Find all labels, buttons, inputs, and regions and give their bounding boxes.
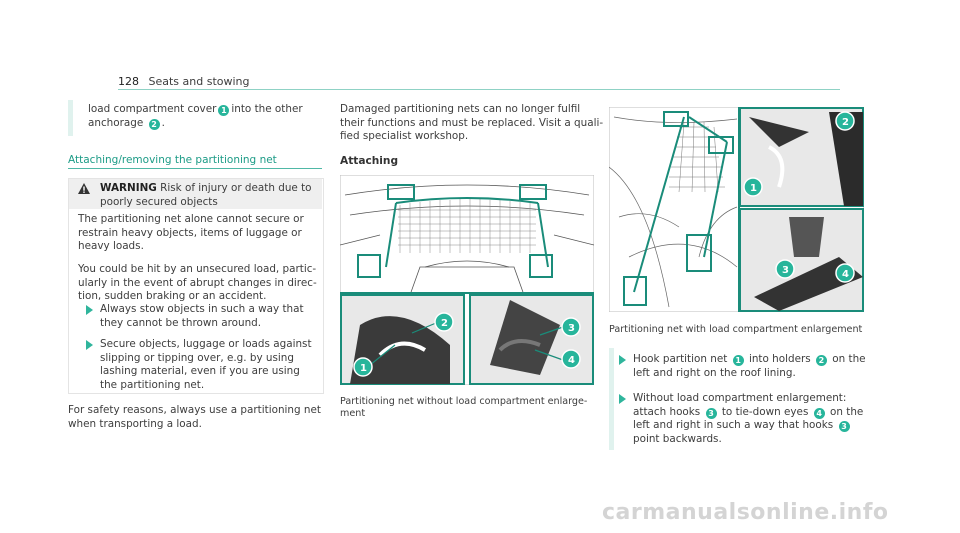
step2-marker-4: 4 bbox=[813, 407, 825, 419]
step2-marker-3b: 3 bbox=[838, 421, 850, 433]
warning-b1-line: Always stow objects in such a way that bbox=[100, 303, 304, 315]
figure-2-caption: Partitioning net with load compartment e… bbox=[609, 324, 863, 335]
bullet-arrow-icon bbox=[86, 340, 93, 350]
warning-triangle-icon bbox=[78, 183, 90, 194]
warning-p1-line: The partitioning net alone cannot secure… bbox=[78, 213, 304, 225]
step2-line-4: point backwards. bbox=[633, 432, 722, 445]
figure-marker-2-label: 2 bbox=[441, 318, 448, 329]
figure-marker-4-label: 4 bbox=[568, 355, 575, 366]
warning-b2-line: Secure objects, luggage or loads against bbox=[100, 338, 312, 350]
step-1: Hook partition net 1 into holders 2 on t… bbox=[633, 353, 866, 380]
figure-marker-1 bbox=[353, 357, 373, 377]
step1-text-a: Hook partition net bbox=[633, 353, 728, 365]
warning-bullet-1: Always stow objects in such a way that t… bbox=[100, 303, 304, 330]
step2-text-b: to tie-down eyes bbox=[721, 405, 809, 418]
attaching-heading: Attaching bbox=[340, 155, 399, 167]
step1-text-b: into holders bbox=[748, 353, 811, 365]
warning-p2-line: ularly in the event of abrupt changes in… bbox=[78, 276, 317, 289]
warning-title: WARNING Risk of injury or death due to p… bbox=[100, 182, 312, 209]
warning-title-1: Risk of injury or death due to bbox=[160, 182, 312, 194]
col2-intro-line: fied specialist workshop. bbox=[340, 130, 469, 143]
marker-2: 2 bbox=[148, 118, 160, 130]
figure-marker-4 bbox=[561, 349, 581, 369]
warning-paragraph-2: You could be hit by an unsecured load, p… bbox=[78, 263, 317, 304]
section-title: Seats and stowing bbox=[148, 75, 250, 88]
figure2-marker-4 bbox=[835, 263, 855, 283]
section-heading: Attaching/removing the partitioning net bbox=[68, 154, 277, 166]
figure-marker-3 bbox=[561, 317, 581, 337]
figure2-marker-3 bbox=[775, 259, 795, 279]
page-header: 128 Seats and stowing bbox=[118, 75, 250, 89]
continuation-bar bbox=[68, 100, 73, 136]
step-2: Without load compartment enlargement: at… bbox=[633, 392, 863, 446]
step2-text-a: attach hooks bbox=[633, 405, 701, 418]
warning-p2-line: tion, sudden braking or an accident. bbox=[78, 290, 267, 303]
figure2-marker-2-label: 2 bbox=[842, 117, 849, 128]
warning-header bbox=[69, 179, 322, 209]
intro-text-d: . bbox=[161, 116, 165, 129]
step1-line-2: left and right on the roof lining. bbox=[633, 366, 796, 379]
intro-text-b: into the other bbox=[231, 103, 303, 115]
figure2-marker-4-label: 4 bbox=[842, 269, 849, 280]
footer-text: For safety reasons, always use a partiti… bbox=[68, 404, 321, 431]
warning-p2-line: You could be hit by an unsecured load, p… bbox=[78, 263, 317, 275]
figure-marker-3-label: 3 bbox=[568, 323, 575, 334]
step2-text-c: on the bbox=[830, 405, 864, 418]
intro-text-a: load compartment cover bbox=[88, 103, 217, 115]
step2-marker-3: 3 bbox=[705, 407, 717, 419]
figure2-marker-1-label: 1 bbox=[750, 183, 757, 194]
figure-marker-2 bbox=[434, 312, 454, 332]
heading-rule bbox=[68, 168, 322, 169]
footer-line: when transporting a load. bbox=[68, 417, 202, 430]
warning-b2-line: lashing material, even if you are using bbox=[100, 365, 300, 378]
marker-1: 1 bbox=[218, 105, 230, 116]
partition-net-figure-2: 2 1 3 4 bbox=[609, 107, 864, 312]
figure-1-caption: Partitioning net without load compartmen… bbox=[340, 396, 587, 420]
step2-line-1: Without load compartment enlargement: bbox=[633, 392, 847, 404]
col2-intro-line: their functions and must be replaced. Vi… bbox=[340, 116, 604, 129]
warning-title-2: poorly secured objects bbox=[100, 195, 218, 208]
figure2-marker-1 bbox=[743, 177, 763, 197]
warning-label: WARNING bbox=[100, 182, 157, 194]
figure-marker-1-label: 1 bbox=[360, 363, 367, 374]
steps-bar bbox=[609, 348, 614, 450]
partition-net-figure-1: 1 2 3 4 bbox=[340, 175, 594, 385]
step-arrow-icon bbox=[619, 394, 626, 404]
step1-marker-1: 1 bbox=[732, 355, 744, 366]
col2-intro: Damaged partitioning nets can no longer … bbox=[340, 103, 603, 144]
page-number: 128 bbox=[118, 75, 139, 88]
footer-line: For safety reasons, always use a partiti… bbox=[68, 404, 321, 416]
warning-p1-line: heavy loads. bbox=[78, 240, 144, 253]
watermark: carmanualsonline.info bbox=[602, 500, 889, 525]
step1-text-c: on the bbox=[832, 353, 866, 365]
warning-p1-line: restrain heavy objects, items of luggage… bbox=[78, 226, 302, 239]
warning-bullet-2: Secure objects, luggage or loads against… bbox=[100, 338, 312, 392]
figure2-marker-2 bbox=[835, 111, 855, 131]
figure2-marker-3-label: 3 bbox=[782, 265, 789, 276]
caption-line: ment bbox=[340, 408, 366, 419]
warning-b1-line: they cannot be thrown around. bbox=[100, 316, 262, 329]
step2-text-d: left and right in such a way that hooks bbox=[633, 419, 834, 432]
warning-box bbox=[68, 178, 324, 394]
warning-b2-line: the partitioning net. bbox=[100, 378, 205, 391]
step-arrow-icon bbox=[619, 355, 626, 365]
caption-line: Partitioning net without load compartmen… bbox=[340, 396, 588, 407]
bullet-arrow-icon bbox=[86, 305, 93, 315]
step1-marker-2: 2 bbox=[815, 355, 827, 366]
col2-intro-line: Damaged partitioning nets can no longer … bbox=[340, 103, 581, 115]
intro-text-c: anchorage bbox=[88, 116, 144, 129]
header-rule bbox=[118, 89, 840, 90]
warning-b2-line: slipping or tipping over, e.g. by using bbox=[100, 351, 294, 364]
warning-paragraph-1: The partitioning net alone cannot secure… bbox=[78, 213, 304, 254]
